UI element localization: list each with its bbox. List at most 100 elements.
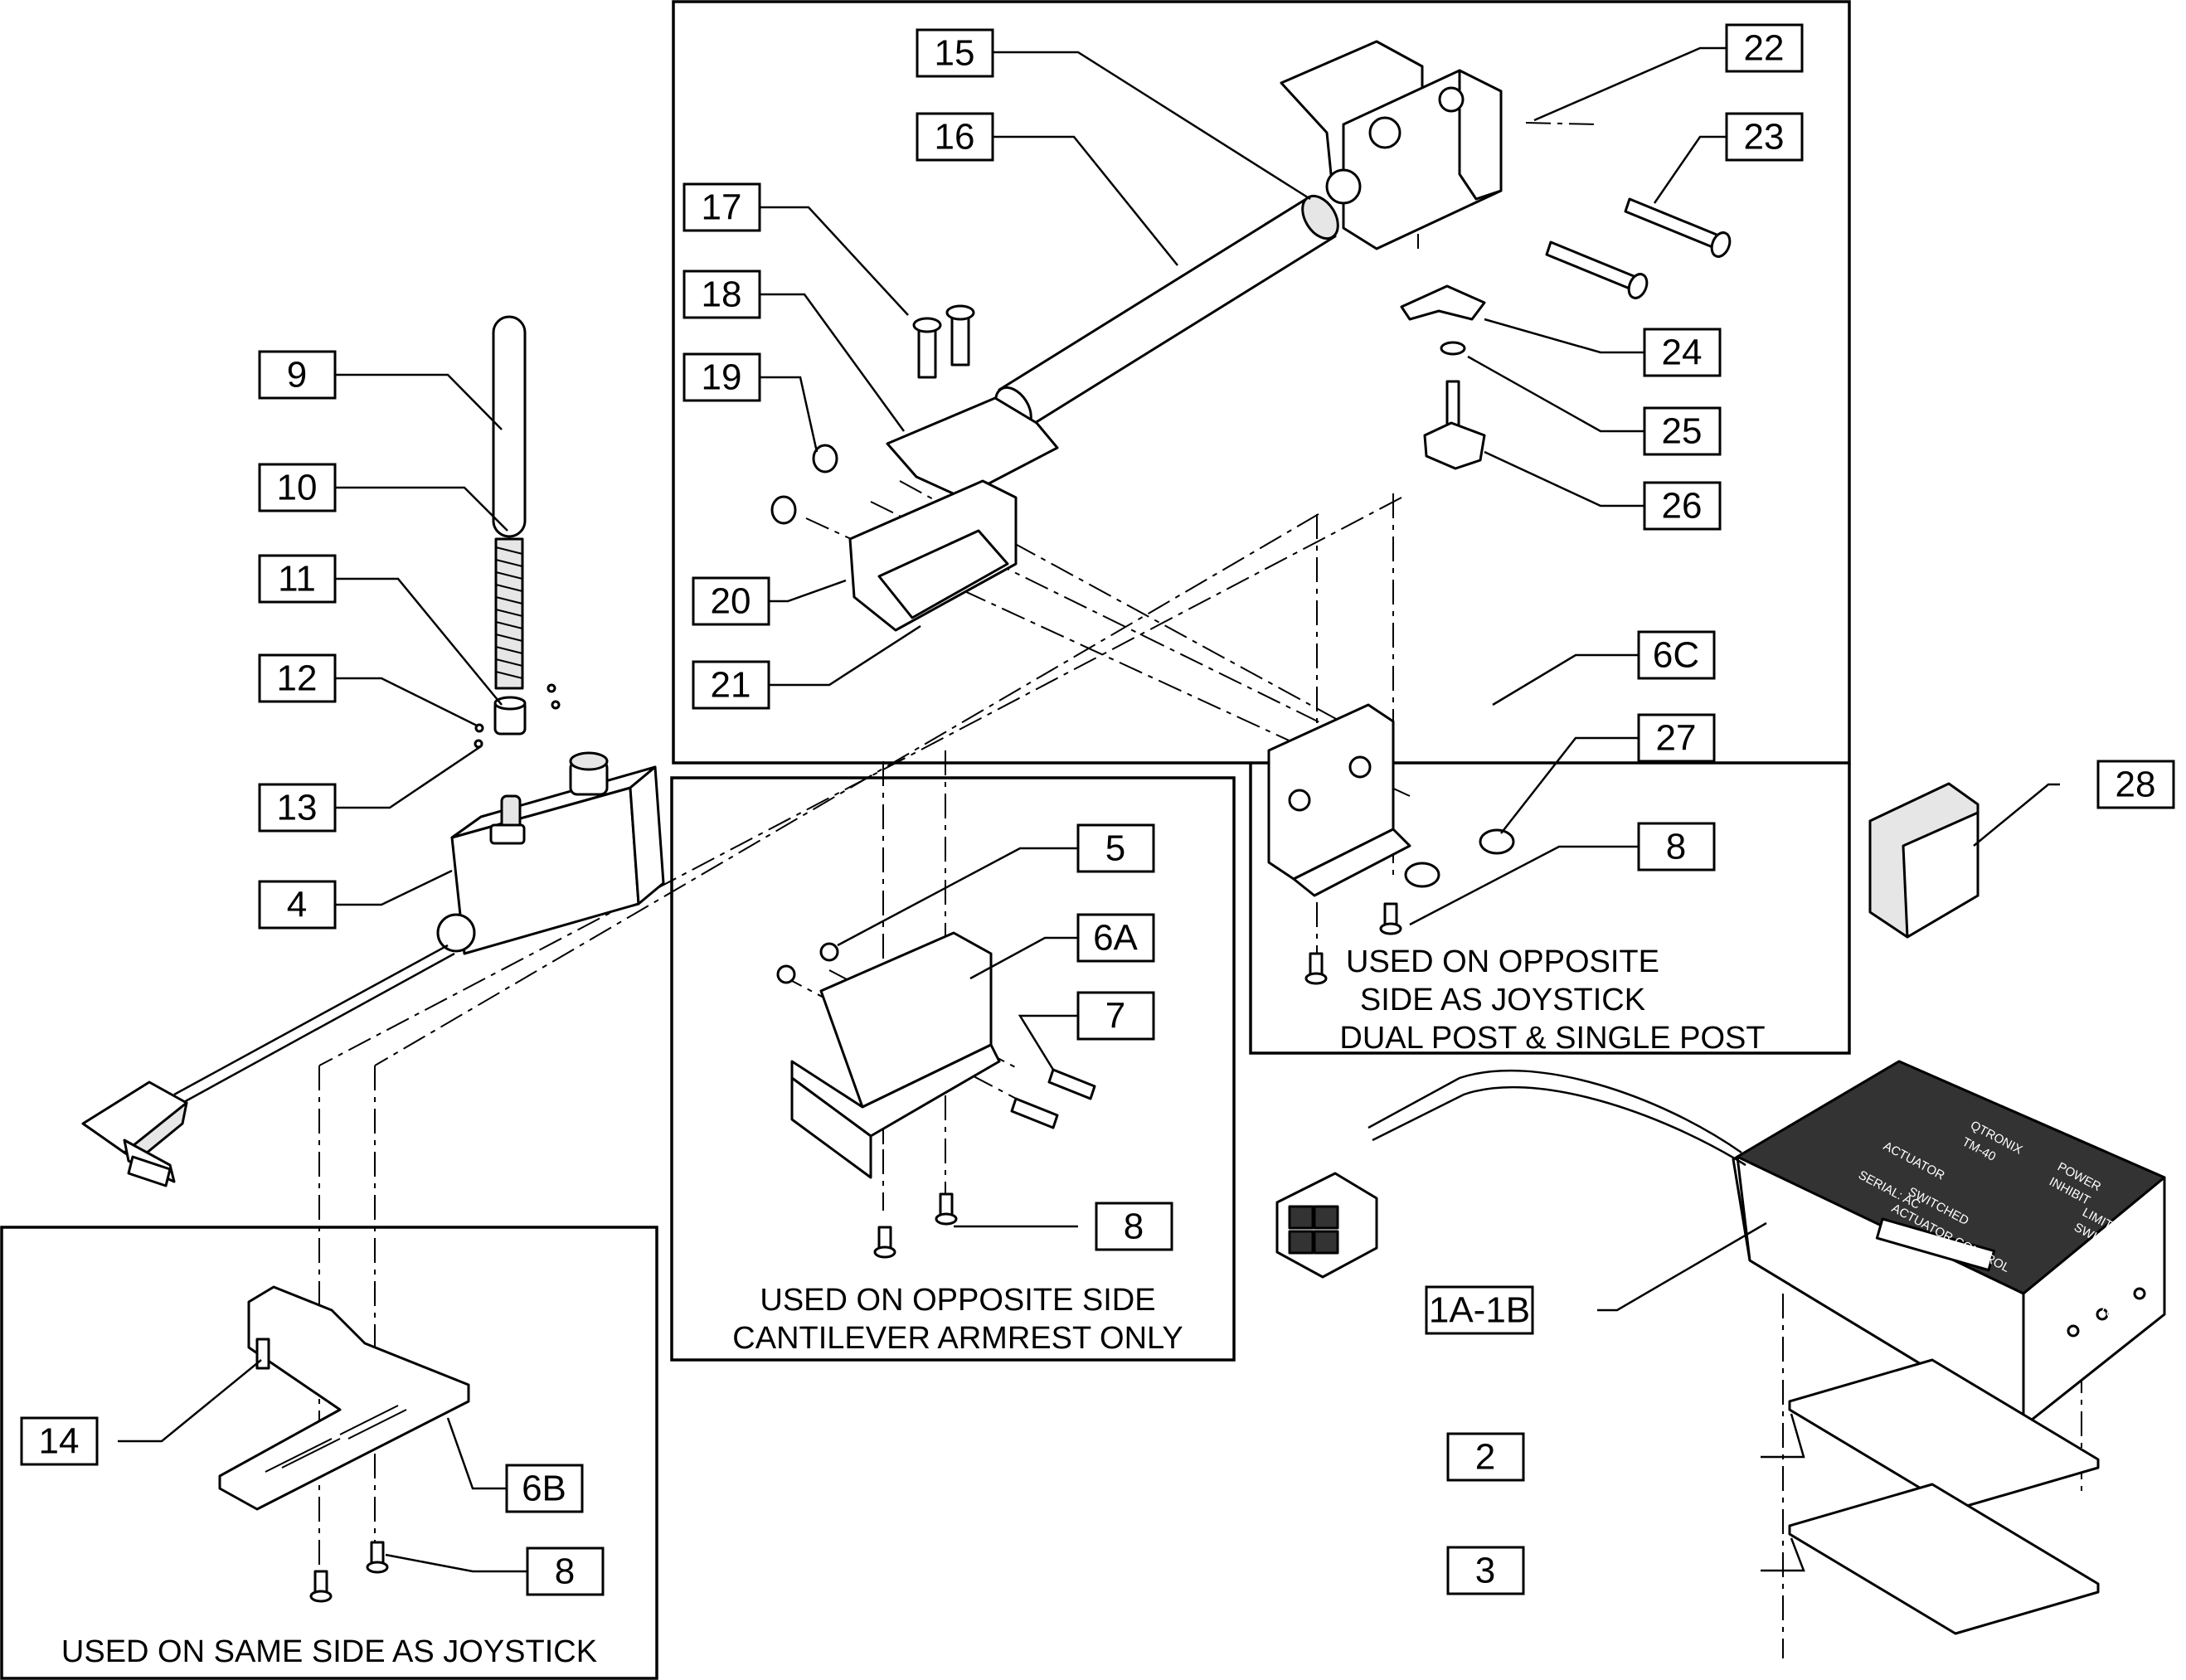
callout-11: 11 [258,554,337,604]
callout-14: 14 [20,1416,99,1466]
callout-26: 26 [1643,481,1722,531]
svg-text:SIDE AS JOYSTICK: SIDE AS JOYSTICK [1360,983,1645,1017]
part-8-screws-6A [873,1192,958,1259]
svg-text:19: 19 [702,357,742,398]
svg-text:3: 3 [1475,1551,1495,1591]
part-6A-bracket [790,931,1001,1179]
svg-text:11: 11 [278,559,316,600]
part-22-clamp-block [1280,40,1503,250]
svg-text:6A: 6A [1093,918,1138,959]
part-3-pad [1788,1483,2100,1635]
svg-text:22: 22 [1744,28,1785,69]
callout-8-6A: 8 [1095,1202,1173,1251]
svg-text:2: 2 [1475,1437,1495,1478]
callout-12: 12 [258,653,337,703]
svg-text:23: 23 [1744,117,1785,158]
callout-20: 20 [692,576,770,626]
svg-text:8: 8 [1124,1207,1144,1247]
callout-22: 22 [1725,23,1804,73]
svg-text:DUAL POST & SINGLE POST: DUAL POST & SINGLE POST [1339,1021,1765,1056]
svg-text:7: 7 [1105,996,1125,1037]
part-4-switch-module [81,751,665,1187]
part-24-clip [1400,284,1486,321]
svg-text:6B: 6B [522,1469,566,1509]
svg-text:17: 17 [702,187,742,228]
part-23-bolts [1545,197,1732,299]
frame-dual-post-note [1249,763,1851,1055]
svg-text:USED ON OPPOSITE: USED ON OPPOSITE [1346,944,1659,979]
callout-8-6B: 8 [526,1546,605,1596]
svg-text:6C: 6C [1653,635,1699,676]
callout-1A-1B: 1A-1B [1425,1285,1534,1335]
callout-10: 10 [258,463,337,512]
note-opposite-dual-single: USED ON OPPOSITE SIDE AS JOYSTICK DUAL P… [1339,944,1765,1056]
svg-text:9: 9 [287,355,307,396]
svg-text:10: 10 [277,468,318,508]
svg-text:27: 27 [1656,718,1697,759]
svg-text:25: 25 [1662,411,1703,452]
callout-21: 21 [692,660,770,710]
part-10-spring [494,537,524,690]
svg-text:26: 26 [1662,486,1703,527]
callout-24: 24 [1643,328,1722,377]
part-8-screws-6C [1304,902,1402,985]
svg-text:5: 5 [1105,828,1125,869]
callout-15: 15 [916,28,994,78]
part-11-collar [493,683,561,736]
frame-dual-single-post [672,0,1851,765]
callout-5: 5 [1076,823,1155,873]
part-18-upper-clamp [886,396,1059,499]
callout-28: 28 [2096,760,2175,809]
frame-cantilever [670,776,1236,1362]
leader-lines [118,46,2060,1573]
callout-8-6C: 8 [1637,822,1716,872]
svg-text:CANTILEVER ARMREST ONLY: CANTILEVER ARMREST ONLY [732,1321,1183,1356]
callout-2: 2 [1446,1432,1525,1482]
frame-same-side [0,1226,658,1680]
svg-text:21: 21 [711,665,751,706]
part-26-pin [1423,380,1486,470]
callout-17: 17 [683,182,761,232]
svg-text:13: 13 [277,788,318,828]
part-6C-bracket [1267,703,1411,897]
callout-18: 18 [683,269,761,319]
callout-13: 13 [258,783,337,833]
part-19-nut [812,444,838,473]
part-28-clip [1868,782,1980,939]
svg-text:18: 18 [702,274,742,315]
callout-25: 25 [1643,406,1722,456]
svg-text:16: 16 [935,117,975,158]
callout-4: 4 [258,880,337,930]
svg-text:1A-1B: 1A-1B [1429,1290,1530,1331]
callout-3: 3 [1446,1546,1525,1595]
part-25-washer [1440,341,1466,356]
svg-text:12: 12 [277,658,318,699]
svg-text:24: 24 [1662,333,1703,373]
svg-text:20: 20 [711,581,751,622]
part-16-tube [994,194,1339,432]
part-2-pad [1788,1358,2100,1511]
callout-27: 27 [1637,713,1716,763]
part-17-screws [912,304,975,379]
callout-7: 7 [1076,991,1155,1041]
callout-6C: 6C [1637,630,1716,680]
part-20-21-lower-clamp [770,479,1018,632]
part-12-set-screw [474,723,484,733]
callout-23: 23 [1725,112,1804,162]
callout-6B: 6B [505,1464,584,1513]
part-8-screws-6B [309,1541,389,1603]
svg-text:4: 4 [287,885,307,925]
callout-16: 16 [916,112,994,162]
svg-text:USED ON OPPOSITE SIDE: USED ON OPPOSITE SIDE [760,1283,1155,1318]
callout-19: 19 [683,352,761,402]
callout-9: 9 [258,350,337,400]
note-same-side: USED ON SAME SIDE AS JOYSTICK [61,1634,597,1669]
part-9-knob [492,315,527,538]
part-14-screw [255,1338,270,1370]
note-opposite-cantilever: USED ON OPPOSITE SIDE CANTILEVER ARMREST… [732,1283,1183,1356]
part-27-screws [1404,828,1515,888]
part-6B-plate [218,1285,470,1511]
svg-text:8: 8 [1666,827,1686,867]
part-7-bolts [1010,1068,1096,1129]
